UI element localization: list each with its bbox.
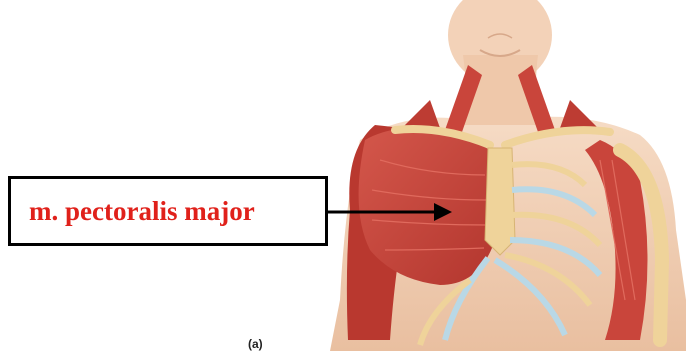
callout-box: m. pectoralis major [8, 176, 328, 246]
muscle-label: m. pectoralis major [29, 196, 255, 227]
panel-label: (a) [248, 337, 263, 351]
